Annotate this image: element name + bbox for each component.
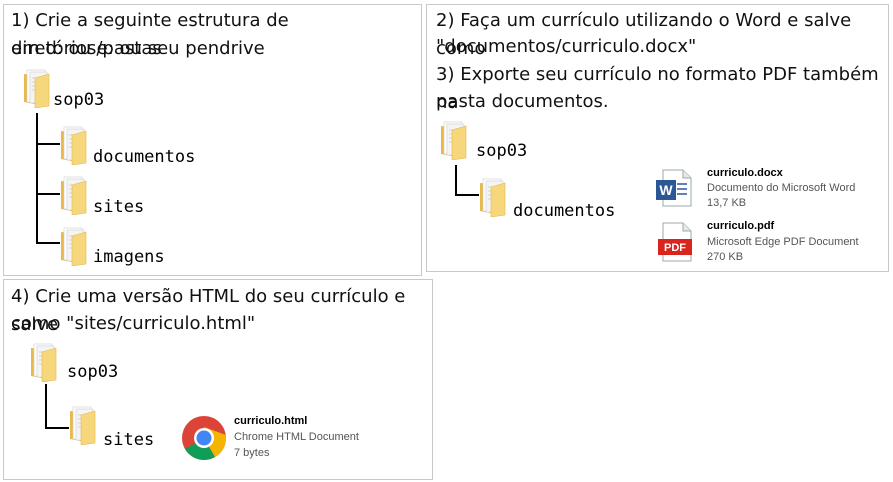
instruction-line: "documentos/curriculo.docx" xyxy=(436,36,697,57)
instruction-line: 2) Faça um currículo utilizando o Word e… xyxy=(436,10,852,59)
tree-line xyxy=(45,384,47,428)
instruction-line: 1) Crie a seguinte estrutura de diretóri… xyxy=(11,10,289,59)
pdf-badge: PDF xyxy=(664,242,686,254)
tree-line xyxy=(45,427,69,429)
folder-icon[interactable] xyxy=(58,125,88,165)
folder-icon[interactable] xyxy=(21,68,51,108)
tree-line xyxy=(455,165,457,195)
folder-label-imagens[interactable]: imagens xyxy=(93,247,165,267)
folder-icon[interactable] xyxy=(58,226,88,266)
chrome-icon[interactable] xyxy=(181,415,227,461)
panel-html: 4) Crie uma versão HTML do seu currículo… xyxy=(3,279,433,480)
instruction-line: em d: ou e: ou seu pendrive xyxy=(11,38,265,59)
tree-line xyxy=(36,143,60,145)
folder-icon[interactable] xyxy=(67,405,97,445)
word-badge: W xyxy=(659,182,673,198)
pdf-icon[interactable]: PDF xyxy=(655,221,695,263)
panel-structure: 1) Crie a seguinte estrutura de diretóri… xyxy=(3,4,422,276)
instruction-line: pasta documentos. xyxy=(436,91,609,112)
panel-documents: 2) Faça um currículo utilizando o Word e… xyxy=(426,4,889,272)
folder-icon[interactable] xyxy=(477,177,507,217)
file-type-docx: Documento do Microsoft Word xyxy=(707,182,856,194)
tree-line xyxy=(36,113,38,243)
folder-label-documentos[interactable]: documentos xyxy=(93,147,196,167)
folder-label-documentos[interactable]: documentos xyxy=(513,201,616,221)
file-size-docx: 13,7 KB xyxy=(707,197,747,209)
folder-label-sites[interactable]: sites xyxy=(93,197,145,217)
folder-label-sites[interactable]: sites xyxy=(103,430,155,450)
file-type-html: Chrome HTML Document xyxy=(234,431,359,443)
folder-icon[interactable] xyxy=(438,120,468,160)
folder-icon[interactable] xyxy=(58,175,88,215)
file-name-pdf[interactable]: curriculo.pdf xyxy=(707,220,775,232)
tree-line xyxy=(36,242,60,244)
folder-label-sop03[interactable]: sop03 xyxy=(53,90,105,110)
word-icon[interactable]: W xyxy=(655,168,695,208)
folder-label-sop03[interactable]: sop03 xyxy=(67,362,119,382)
tree-line xyxy=(36,193,60,195)
instruction-line: 3) Exporte seu currículo no formato PDF … xyxy=(436,64,879,113)
folder-label-sop03[interactable]: sop03 xyxy=(476,141,528,161)
instruction-line: como "sites/curriculo.html" xyxy=(11,313,256,334)
instruction-line: 4) Crie uma versão HTML do seu currículo… xyxy=(11,286,406,335)
file-size-pdf: 270 KB xyxy=(707,251,744,263)
file-name-docx[interactable]: curriculo.docx xyxy=(707,167,783,179)
tree-line xyxy=(455,194,479,196)
folder-icon[interactable] xyxy=(28,342,58,382)
file-size-html: 7 bytes xyxy=(234,447,270,459)
file-name-html[interactable]: curriculo.html xyxy=(234,415,308,427)
file-type-pdf: Microsoft Edge PDF Document xyxy=(707,236,859,248)
